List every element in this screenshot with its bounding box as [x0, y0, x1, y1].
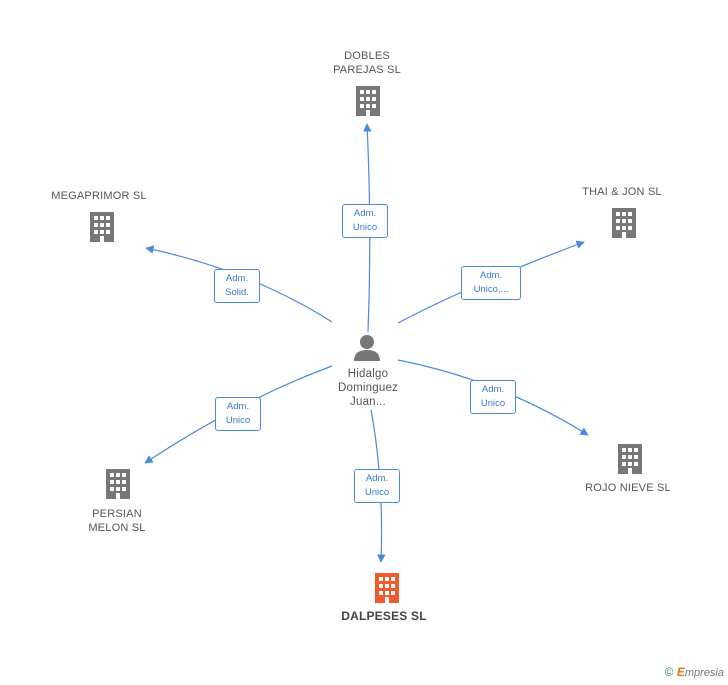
building-icon [90, 212, 114, 242]
person-label[interactable]: Hidalgo Dominguez Juan... [320, 367, 416, 409]
edge-role-line: Adm. [481, 384, 505, 395]
company-label-megaprimor[interactable]: MEGAPRIMOR SL [44, 189, 154, 203]
company-label-rojo-nieve[interactable]: ROJO NIEVE SL [576, 481, 680, 495]
company-name-line: PAREJAS SL [333, 64, 401, 76]
company-name-line: PERSIAN [92, 508, 142, 520]
building-icon [612, 208, 636, 238]
company-name-line: MELON SL [88, 522, 146, 534]
edge-role-line: Unico [364, 487, 390, 498]
building-icon [356, 86, 380, 116]
edge-role-line: Unico [225, 415, 251, 426]
building-icon [375, 573, 399, 603]
edge-role-megaprimor[interactable]: Adm. Solid. [214, 269, 260, 303]
company-name-line: ROJO NIEVE SL [585, 482, 671, 494]
edge-role-line: Adm. [225, 273, 249, 284]
person-icon [354, 335, 380, 361]
edge-role-line: Adm. [226, 401, 250, 412]
company-name-line: DALPESES SL [341, 609, 427, 623]
edge-role-thai-jon[interactable]: Adm. Unico,... [461, 266, 521, 300]
company-name-line: DOBLES [344, 50, 390, 62]
edge-role-line: Unico [352, 222, 378, 233]
edge-role-line: Adm. [353, 208, 377, 219]
copyright-symbol: © [664, 665, 674, 679]
person-name-line: Hidalgo [347, 368, 389, 380]
edge-role-rojo-nieve[interactable]: Adm. Unico [470, 380, 516, 414]
brand-logo-letter: E [676, 665, 685, 679]
edge-role-line: Solid. [225, 287, 249, 298]
brand-footer: © Empresia [665, 665, 724, 679]
edge-role-line: Adm. [365, 473, 389, 484]
edge-role-dobles-parejas[interactable]: Adm. Unico [342, 204, 388, 238]
company-label-thai-jon[interactable]: THAI & JON SL [570, 185, 674, 199]
edge-role-line: Unico [480, 398, 506, 409]
building-icon [106, 469, 130, 499]
edge-role-line: Adm. [479, 270, 503, 281]
company-label-dalpeses[interactable]: DALPESES SL [334, 609, 434, 623]
edge-role-dalpeses[interactable]: Adm. Unico [354, 469, 400, 503]
person-name-line: Juan... [350, 396, 386, 408]
edge-role-line: Unico,... [473, 284, 509, 295]
company-name-line: MEGAPRIMOR SL [51, 190, 147, 202]
brand-logo-text: mpresia [684, 667, 724, 679]
company-name-line: THAI & JON SL [582, 186, 662, 198]
building-icon [618, 444, 642, 474]
person-name-line: Dominguez [338, 382, 398, 394]
company-label-dobles-parejas[interactable]: DOBLES PAREJAS SL [322, 49, 412, 77]
company-label-persian-melon[interactable]: PERSIAN MELON SL [72, 507, 162, 535]
edge-role-persian-melon[interactable]: Adm. Unico [215, 397, 261, 431]
